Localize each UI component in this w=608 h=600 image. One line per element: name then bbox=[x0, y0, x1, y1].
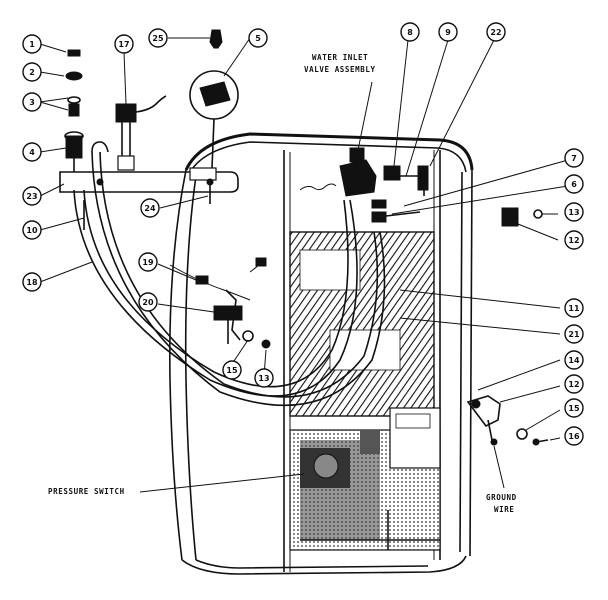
callout-8-label: 8 bbox=[407, 28, 413, 37]
callout-8: 8 bbox=[400, 22, 420, 42]
inlet-fitting-stack bbox=[64, 49, 84, 172]
callout-20: 20 bbox=[138, 292, 158, 312]
callout-10: 10 bbox=[22, 220, 42, 240]
callout-16-label: 16 bbox=[568, 432, 580, 441]
callout-12-upper-label: 12 bbox=[568, 236, 579, 245]
callout-16: 16 bbox=[564, 426, 584, 446]
right-clip-12-13 bbox=[501, 207, 543, 227]
callout-4-label: 4 bbox=[29, 148, 35, 157]
callout-24-label: 24 bbox=[144, 204, 156, 213]
callout-14-label: 14 bbox=[568, 356, 580, 365]
callout-12-lower-label: 12 bbox=[568, 380, 579, 389]
callout-3: 3 bbox=[22, 92, 42, 112]
label-water-inlet-1: WATER INLET bbox=[312, 53, 368, 62]
callout-7: 7 bbox=[564, 148, 584, 168]
callout-13-left-label: 13 bbox=[258, 374, 269, 383]
callout-17: 17 bbox=[114, 34, 134, 54]
callout-18-label: 18 bbox=[26, 278, 38, 287]
leader-lines bbox=[39, 37, 569, 493]
callout-12-lower: 12 bbox=[564, 374, 584, 394]
callout-4: 4 bbox=[22, 142, 42, 162]
callout-22-label: 22 bbox=[490, 28, 501, 37]
callout-6-label: 6 bbox=[571, 180, 577, 189]
switch-assembly bbox=[115, 95, 167, 171]
label-water-inlet-2: VALVE ASSEMBLY bbox=[304, 65, 376, 74]
label-pressure-switch: PRESSURE SWITCH bbox=[48, 487, 125, 496]
pressure-switch bbox=[300, 430, 380, 488]
callout-1: 1 bbox=[22, 34, 42, 54]
label-ground-wire-2: WIRE bbox=[494, 505, 514, 514]
callout-25-label: 25 bbox=[152, 34, 164, 43]
label-ground-wire-1: GROUND bbox=[486, 493, 517, 502]
callout-15-right: 15 bbox=[564, 398, 584, 418]
callout-15-left: 15 bbox=[222, 360, 242, 380]
wire-harness bbox=[169, 257, 271, 349]
callout-25: 25 bbox=[148, 28, 168, 48]
callout-11-label: 11 bbox=[568, 304, 580, 313]
callout-2: 2 bbox=[22, 62, 42, 82]
hose-bundle bbox=[73, 141, 386, 407]
callout-18: 18 bbox=[22, 272, 42, 292]
right-lower-parts bbox=[466, 395, 549, 446]
mounting-bracket bbox=[59, 167, 239, 204]
callout-6: 6 bbox=[564, 174, 584, 194]
callout-12-upper: 12 bbox=[564, 230, 584, 250]
water-inlet-valve bbox=[339, 147, 429, 223]
magnified-inset bbox=[189, 70, 239, 169]
callout-14: 14 bbox=[564, 350, 584, 370]
callout-19-label: 19 bbox=[142, 258, 154, 267]
callout-7-label: 7 bbox=[571, 154, 577, 163]
callout-17-label: 17 bbox=[118, 40, 129, 49]
callout-1-label: 1 bbox=[29, 40, 35, 49]
callout-15-right-label: 15 bbox=[568, 404, 580, 413]
callout-20-label: 20 bbox=[142, 298, 154, 307]
callout-5: 5 bbox=[248, 28, 268, 48]
callout-22: 22 bbox=[486, 22, 506, 42]
top-part-25 bbox=[209, 29, 223, 49]
callout-5-label: 5 bbox=[255, 34, 261, 43]
callout-24: 24 bbox=[140, 198, 160, 218]
callout-2-label: 2 bbox=[29, 68, 35, 77]
callout-23-label: 23 bbox=[26, 192, 37, 201]
callout-15-left-label: 15 bbox=[226, 366, 238, 375]
callout-19: 19 bbox=[138, 252, 158, 272]
callout-21-label: 21 bbox=[568, 330, 580, 339]
callout-21: 21 bbox=[564, 324, 584, 344]
callout-13-right-label: 13 bbox=[568, 208, 579, 217]
callout-13-left: 13 bbox=[254, 368, 274, 388]
callout-23: 23 bbox=[22, 186, 42, 206]
callout-11: 11 bbox=[564, 298, 584, 318]
callout-9-label: 9 bbox=[445, 28, 451, 37]
callout-3-label: 3 bbox=[29, 98, 35, 107]
callout-13-right: 13 bbox=[564, 202, 584, 222]
callout-10-label: 10 bbox=[26, 226, 38, 235]
callout-9: 9 bbox=[438, 22, 458, 42]
